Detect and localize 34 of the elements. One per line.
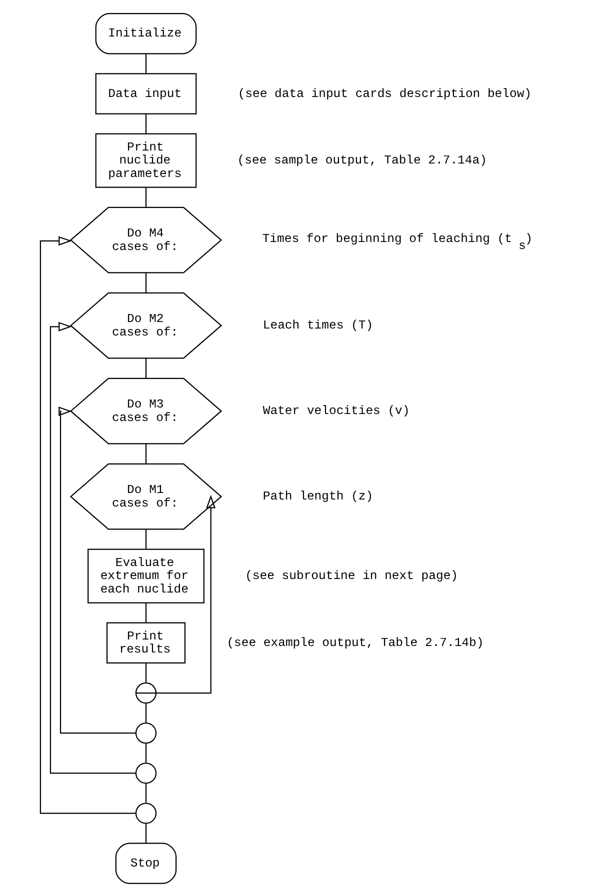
- node-label: (see subroutine in next page): [245, 568, 458, 583]
- connector: [145, 272, 147, 292]
- node-label: (see example output, Table 2.7.14b): [226, 636, 484, 650]
- connector: [145, 528, 147, 548]
- node-label: Water velocities (v): [262, 404, 410, 418]
- connector: [145, 742, 147, 762]
- connector: [145, 782, 147, 802]
- node-label: (see data input cards description below): [238, 86, 532, 100]
- connector: [145, 358, 147, 378]
- node-box: Initialize: [95, 12, 197, 54]
- node-label: (see sample output, Table 2.7.14a): [237, 153, 487, 168]
- node-box: Print nuclide parameters: [95, 132, 197, 188]
- node-label: Path length (z): [262, 489, 374, 504]
- connector: [145, 702, 147, 722]
- connector: [145, 662, 147, 682]
- node-box: Print results: [106, 622, 186, 663]
- node-circle: [135, 682, 157, 704]
- connector: [145, 186, 147, 207]
- connector: [145, 53, 147, 73]
- connector: [145, 602, 147, 622]
- arrow: [136, 494, 216, 694]
- node-label: Leach times (T): [262, 318, 374, 332]
- node-circle: [135, 762, 157, 784]
- arrow: [58, 406, 136, 734]
- node-circle: [135, 802, 157, 824]
- node-box: Stop: [115, 842, 177, 884]
- arrow: [40, 236, 136, 814]
- node-circle: [135, 722, 157, 744]
- arrow: [50, 321, 136, 774]
- node-box: Evaluate extremum for each nuclide: [88, 548, 204, 603]
- connector: [145, 443, 147, 464]
- connector: [145, 822, 147, 843]
- connector: [145, 113, 147, 133]
- node-box: Data input: [95, 72, 197, 114]
